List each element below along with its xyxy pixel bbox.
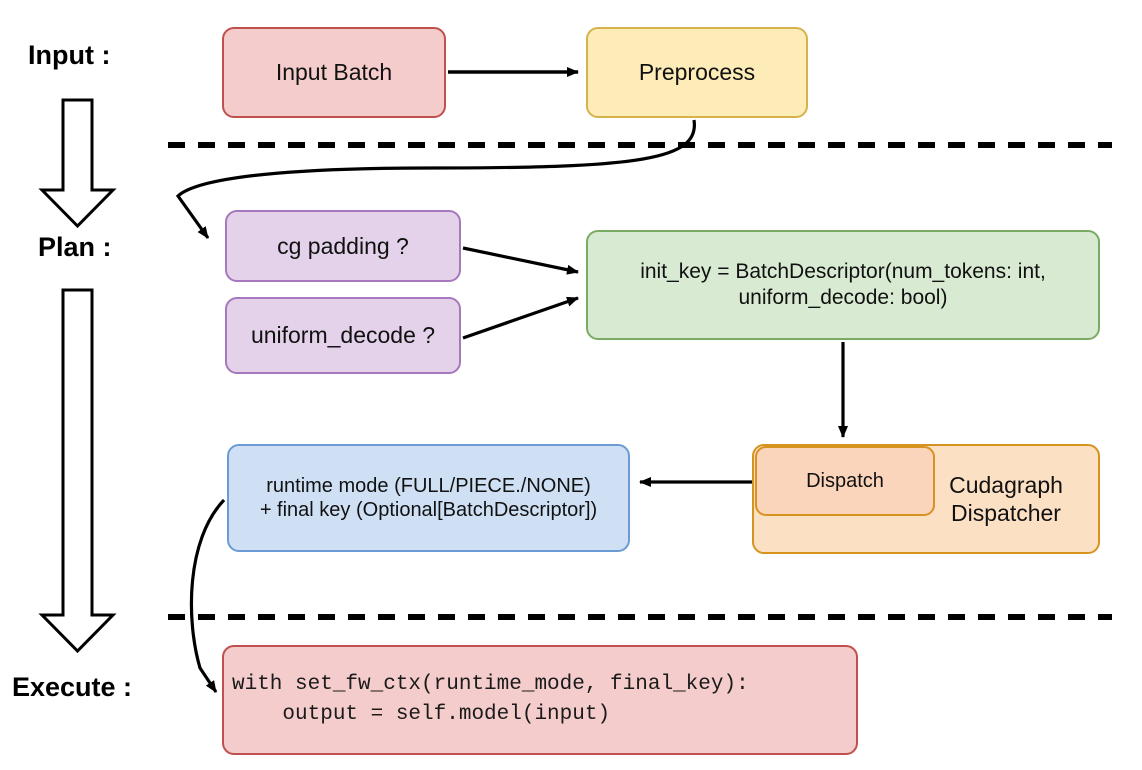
connector-runtimemode-codeblock (189, 498, 226, 693)
node-runtime-mode-label: runtime mode (FULL/PIECE./NONE) + final … (260, 474, 597, 523)
section-label-input: Input : (28, 40, 111, 70)
node-code-block[interactable]: with set_fw_ctx(runtime_mode, final_key)… (222, 645, 858, 755)
node-uniform-decode-label: uniform_decode ? (250, 322, 436, 349)
node-input-batch-label: Input Batch (275, 59, 393, 86)
node-preprocess-label: Preprocess (638, 59, 756, 86)
node-runtime-mode-line1: runtime mode (FULL/PIECE./NONE) (266, 474, 591, 497)
node-batch-descriptor-line1: init_key = BatchDescriptor(num_tokens: i… (640, 260, 1046, 284)
section-label-execute: Execute : (12, 672, 133, 702)
section-label-plan: Plan : (38, 232, 112, 262)
connector-cgpadding-batchdescriptor (462, 246, 579, 275)
node-cg-padding-label: cg padding ? (277, 232, 409, 259)
node-uniform-decode[interactable]: uniform_decode ? (225, 297, 461, 374)
node-runtime-mode[interactable]: runtime mode (FULL/PIECE./NONE) + final … (227, 444, 630, 552)
node-batch-descriptor-label: init_key = BatchDescriptor(num_tokens: i… (628, 259, 1058, 310)
node-cg-padding[interactable]: cg padding ? (225, 210, 461, 282)
node-batch-descriptor-line2: uniform_decode: bool) (738, 286, 948, 309)
node-cudagraph-dispatcher-line1: Cudagraph (949, 471, 1063, 498)
node-preprocess[interactable]: Preprocess (586, 27, 808, 118)
node-cudagraph-dispatcher-label: Cudagraph Dispatcher (922, 471, 1090, 527)
input-to-plan-arrow (38, 98, 117, 229)
node-dispatch[interactable]: Dispatch (755, 446, 935, 516)
plan-to-execute-arrow (38, 288, 117, 654)
node-runtime-mode-line2: + final key (Optional[BatchDescriptor]) (259, 499, 598, 521)
connector-uniformdecode-batchdescriptor (462, 296, 579, 340)
node-batch-descriptor[interactable]: init_key = BatchDescriptor(num_tokens: i… (586, 230, 1100, 340)
node-input-batch[interactable]: Input Batch (222, 27, 446, 118)
code-block-text: with set_fw_ctx(runtime_mode, final_key)… (232, 672, 749, 726)
node-dispatch-label: Dispatch (806, 469, 884, 492)
node-cudagraph-dispatcher-line2: Dispatcher (951, 500, 1061, 526)
